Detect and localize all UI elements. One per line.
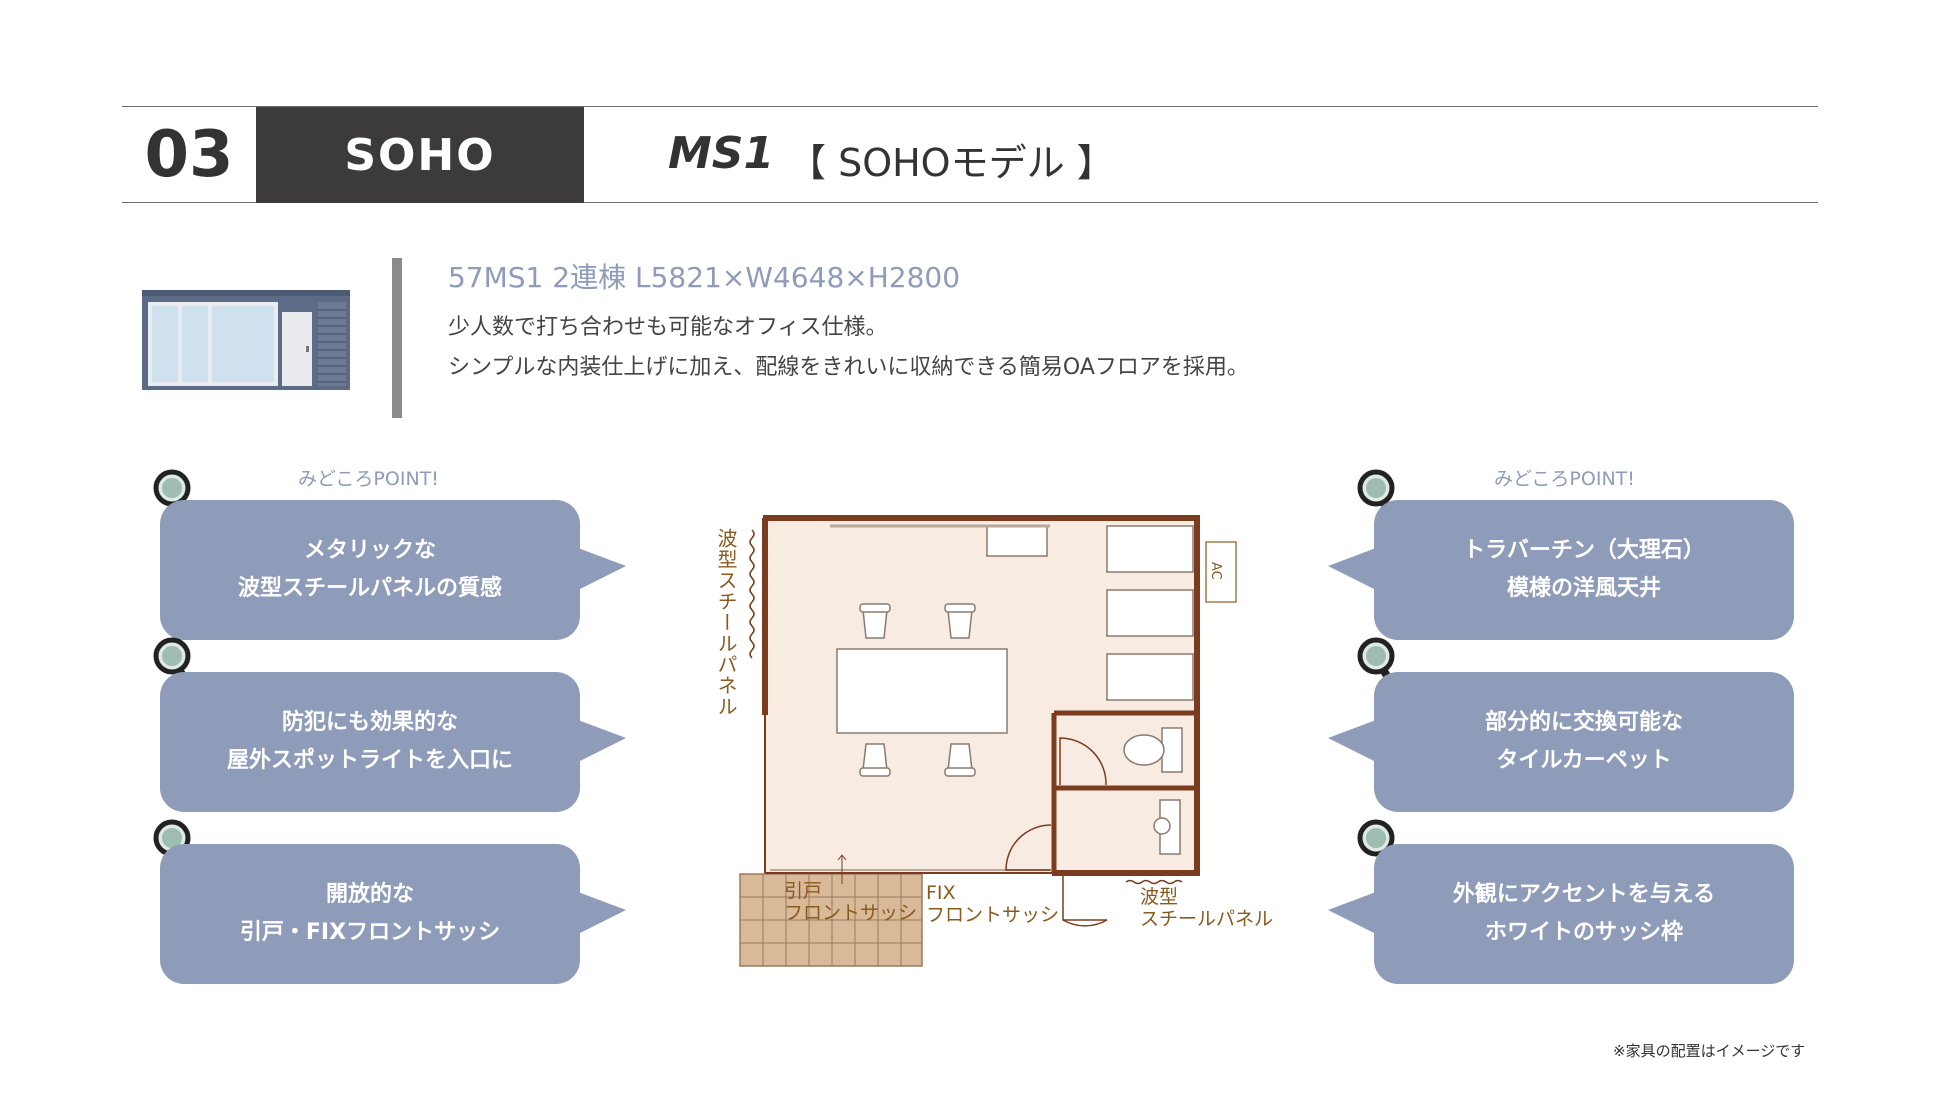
point-bubble-left-2: 防犯にも効果的な 屋外スポットライトを入口に xyxy=(160,672,626,812)
point-bubble-right-2: 部分的に交換可能な タイルカーペット xyxy=(1328,672,1794,812)
label-wave-panel-bottom: 波型 スチールパネル xyxy=(1140,886,1273,930)
label-text: スチールパネル xyxy=(1140,908,1274,930)
point-text: 屋外スポットライトを入口に xyxy=(226,748,513,773)
label-text: フロントサッシ xyxy=(926,904,1060,926)
point-bubble-right-3: 外観にアクセントを与える ホワイトのサッシ枠 xyxy=(1328,844,1794,984)
point-text: 外観にアクセントを与える xyxy=(1452,882,1716,907)
point-text: 引戸・FIXフロントサッシ xyxy=(239,920,501,945)
section-number: 03 xyxy=(144,118,234,192)
description-line-1: 少人数で打ち合わせも可能なオフィス仕様。 xyxy=(448,315,888,340)
point-text: 部分的に交換可能な xyxy=(1484,710,1683,735)
point-bubble-left-3: 開放的な 引戸・FIXフロントサッシ xyxy=(160,844,626,984)
model-code: MS1 xyxy=(668,128,775,179)
point-bubble-left-1: メタリックな 波型スチールパネルの質感 xyxy=(160,500,626,640)
entrance-door xyxy=(1062,876,1108,927)
point-text: 模様の洋風天井 xyxy=(1506,576,1661,601)
model-name: 【 SOHOモデル 】 xyxy=(788,141,1115,185)
point-text: トラバーチン（大理石） xyxy=(1463,538,1705,563)
floor-plan xyxy=(739,515,1237,967)
label-text: フロントサッシ xyxy=(784,902,918,924)
ac-unit xyxy=(1205,541,1237,603)
label-ac: AC xyxy=(1208,562,1223,580)
point-text: 波型スチールパネルの質感 xyxy=(237,576,502,601)
wood-deck xyxy=(739,873,923,967)
label-text: 引戸 xyxy=(784,880,823,902)
spec-description: 少人数で打ち合わせも可能なオフィス仕様。 シンプルな内装仕上げに加え、配線をきれ… xyxy=(448,308,1249,388)
wc-walls xyxy=(1051,710,1200,873)
point-label-right: みどころPOINT! xyxy=(1494,468,1635,490)
wave-panel-line xyxy=(749,529,755,659)
wc-door xyxy=(1059,737,1107,786)
point-text: ホワイトのサッシ枠 xyxy=(1484,920,1683,945)
storage-shelves xyxy=(986,525,1194,701)
footnote: ※家具の配置はイメージです xyxy=(1613,1042,1806,1060)
point-bubble-right-1: トラバーチン（大理石） 模様の洋風天井 xyxy=(1328,500,1794,640)
description-line-2: シンプルな内装仕上げに加え、配線をきれいに収納できる簡易OAフロアを採用。 xyxy=(448,355,1249,380)
meeting-table xyxy=(836,648,1008,734)
point-text: タイルカーペット xyxy=(1496,748,1672,773)
point-text: メタリックな xyxy=(303,538,436,563)
outer-walls xyxy=(762,515,1200,876)
label-wave-panel-side: 波型スチールパネル xyxy=(714,528,738,717)
point-label-left: みどころPOINT! xyxy=(298,468,439,490)
point-text: 防犯にも効果的な xyxy=(281,710,458,735)
label-sliding-sash: 引戸 フロントサッシ xyxy=(784,880,917,924)
point-text: 開放的な xyxy=(325,882,414,907)
spec-divider xyxy=(392,258,402,418)
label-text: 波型 xyxy=(1140,886,1179,908)
header-bottom-line xyxy=(122,202,1818,203)
chairs xyxy=(859,603,976,777)
room-door xyxy=(1005,824,1052,871)
exterior-thumbnail xyxy=(142,290,350,390)
header-top-line xyxy=(122,106,1818,107)
spec-title: 57MS1 2連棟 L5821×W4648×H2800 xyxy=(448,261,961,294)
label-text: FIX xyxy=(926,882,956,904)
label-fix-sash: FIX フロントサッシ xyxy=(926,882,1059,926)
category-label: SOHO xyxy=(256,107,584,203)
